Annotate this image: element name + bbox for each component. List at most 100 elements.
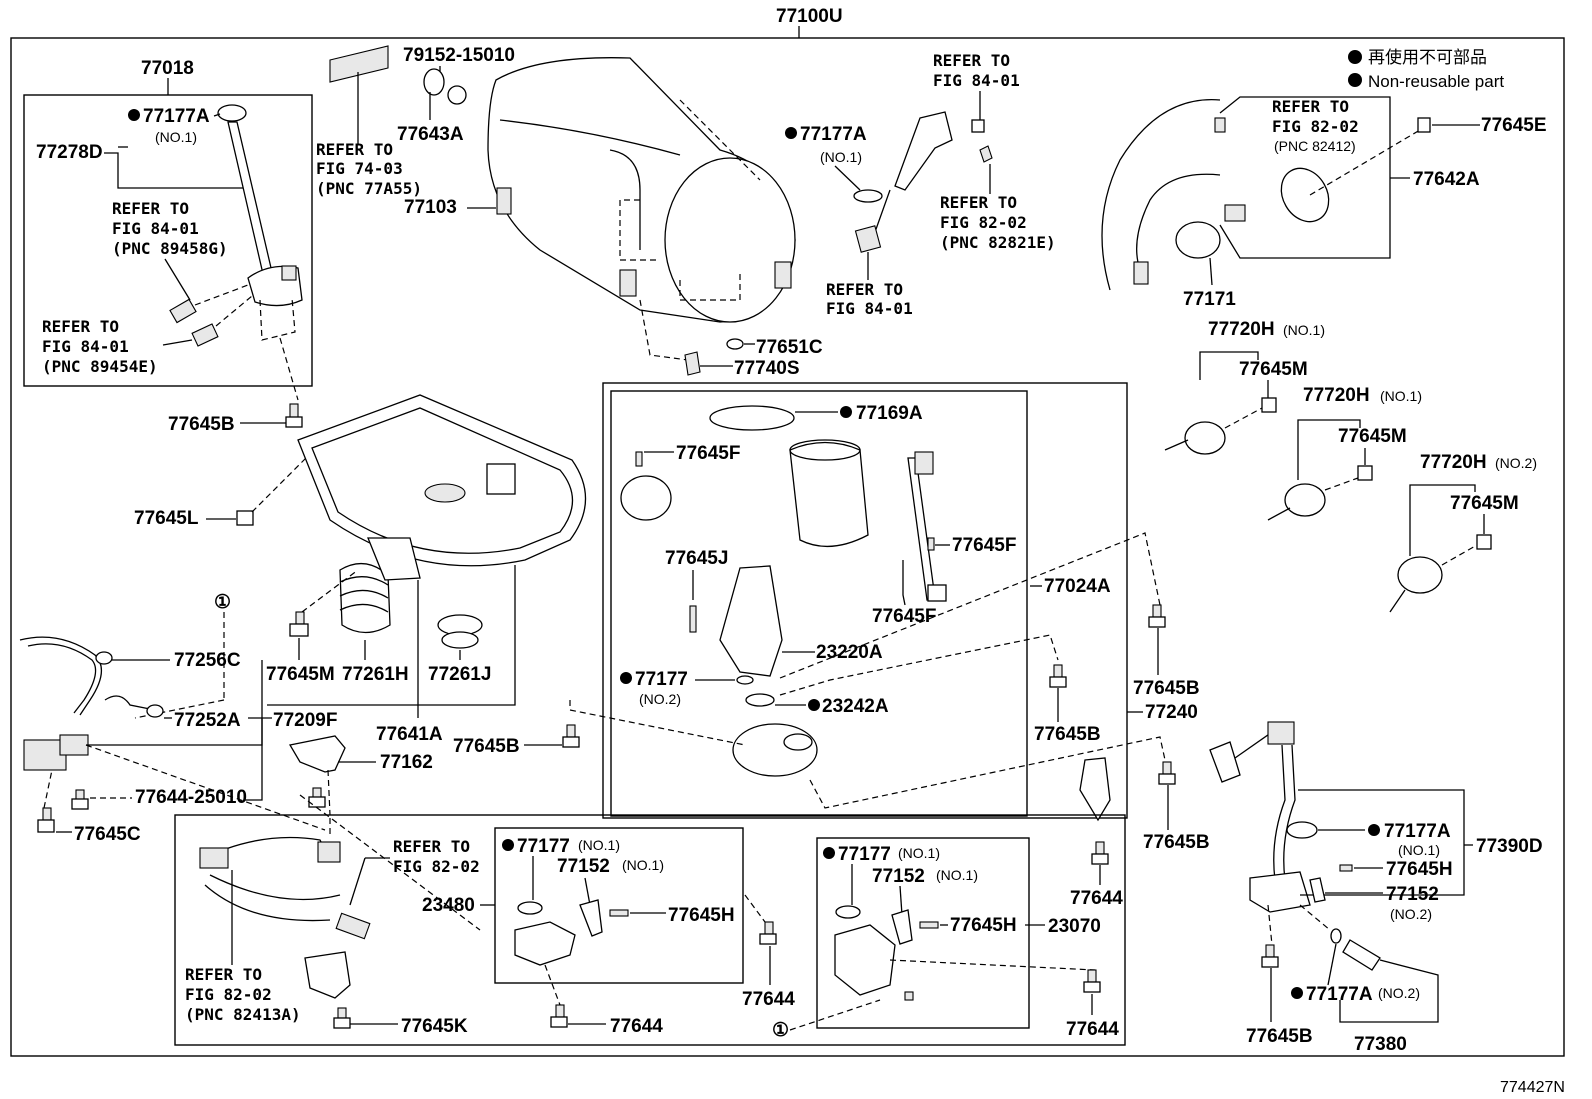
group-77390D: 77177A (NO.1) 77645H 77152 (NO.2) 77390D… <box>1209 721 1543 1055</box>
connector-icon <box>1133 261 1149 285</box>
non-reusable-dot-icon <box>620 672 632 684</box>
sender-arm-icon <box>907 457 936 601</box>
svg-text:77644: 77644 <box>1070 888 1123 909</box>
svg-text:(NO.2): (NO.2) <box>1390 906 1432 922</box>
svg-text:FIG 82-02: FIG 82-02 <box>393 857 480 876</box>
gauge-sender-icon <box>894 111 953 191</box>
svg-text:77720H: 77720H <box>1303 385 1370 406</box>
group-77644-c: 77644 <box>1070 757 1123 909</box>
bracket-icon <box>304 951 351 999</box>
svg-text:77645M: 77645M <box>1450 493 1519 514</box>
part-77278D: 77278D <box>36 142 103 163</box>
svg-text:77645J: 77645J <box>665 548 728 569</box>
svg-text:(NO.1): (NO.1) <box>1398 842 1440 858</box>
svg-text:REFER TO: REFER TO <box>940 193 1017 212</box>
svg-text:77171: 77171 <box>1183 289 1236 310</box>
svg-text:79152-15010: 79152-15010 <box>403 45 515 66</box>
part-77177A-top: 77177A <box>143 106 210 127</box>
svg-text:77645B: 77645B <box>1246 1026 1313 1047</box>
group-ref-74-03: REFER TO FIG 74-03 (PNC 77A55) <box>316 45 422 198</box>
legend-ja: 再使用不可部品 <box>1368 47 1487 67</box>
group-79152: 79152-15010 77643A <box>397 45 515 145</box>
svg-text:77645B: 77645B <box>1133 678 1200 699</box>
group-77240: 77169A 77645F 77645F 77645F 77645J 23220… <box>569 382 1198 819</box>
svg-text:(PNC 89458G): (PNC 89458G) <box>112 239 228 258</box>
non-reusable-dot-icon <box>1291 987 1303 999</box>
tank-protector <box>297 394 587 567</box>
svg-text:(PNC 89454E): (PNC 89454E) <box>42 357 158 376</box>
svg-text:77641A: 77641A <box>376 724 443 745</box>
cap-icon <box>423 68 445 96</box>
svg-text:REFER TO: REFER TO <box>933 51 1010 70</box>
svg-text:FIG 84-01: FIG 84-01 <box>933 71 1020 90</box>
svg-text:77261H: 77261H <box>342 664 409 685</box>
svg-text:FIG 82-02: FIG 82-02 <box>940 213 1027 232</box>
svg-text:23220A: 23220A <box>816 642 883 663</box>
group-77645B-c: 77645B <box>1133 604 1200 699</box>
o-ring-icon <box>709 405 795 431</box>
svg-text:77644: 77644 <box>1066 1019 1119 1040</box>
svg-text:(NO.1): (NO.1) <box>936 867 978 883</box>
non-reusable-dot-icon <box>823 847 835 859</box>
group-77645B-a: 77645B <box>168 403 303 435</box>
svg-text:FIG 82-02: FIG 82-02 <box>185 985 272 1004</box>
group-77720H-2: 77720H (NO.1) 77645M <box>1267 385 1422 521</box>
clamp-icon <box>288 735 346 773</box>
sender-tube-icon <box>227 121 276 288</box>
svg-text:(NO.1): (NO.1) <box>1380 388 1422 404</box>
svg-text:77256C: 77256C <box>174 650 241 671</box>
valve-icon <box>1184 421 1226 455</box>
plate-icon <box>1280 167 1330 223</box>
non-reusable-dot-icon <box>840 406 852 418</box>
svg-text:77642A: 77642A <box>1413 169 1480 190</box>
group-77645B-e: 77645B <box>453 724 580 757</box>
svg-text:77152: 77152 <box>872 866 925 887</box>
svg-text:77645E: 77645E <box>1481 115 1547 136</box>
part-77018: 77018 <box>141 58 194 79</box>
svg-text:77380: 77380 <box>1354 1034 1407 1055</box>
svg-text:23070: 23070 <box>1048 916 1101 937</box>
o-ring-icon <box>217 104 247 122</box>
label-plate-icon <box>329 45 389 83</box>
group-23070: 77177 (NO.1) 77152 (NO.1) 77645H 23070 <box>816 837 1101 1029</box>
check-valve-icon <box>514 921 576 966</box>
svg-text:77162: 77162 <box>380 752 433 773</box>
connector-icon <box>23 739 67 771</box>
svg-text:77645M: 77645M <box>266 664 335 685</box>
legend-en: Non-reusable part <box>1368 72 1504 91</box>
svg-text:77177: 77177 <box>838 844 891 865</box>
svg-text:(NO.1): (NO.1) <box>820 149 862 165</box>
svg-text:(PNC 82821E): (PNC 82821E) <box>940 233 1056 252</box>
pump-flange-icon <box>732 723 818 777</box>
svg-text:(NO.2): (NO.2) <box>1495 455 1537 471</box>
svg-text:(PNC 77A55): (PNC 77A55) <box>316 179 422 198</box>
svg-text:77645F: 77645F <box>676 443 740 464</box>
svg-text:(NO.1): (NO.1) <box>578 837 620 853</box>
figure-code: 774427N <box>1500 1079 1565 1096</box>
group-77645L: 77645L <box>134 451 313 529</box>
svg-text:REFER TO: REFER TO <box>112 199 189 218</box>
assembly-title: 77100U <box>776 6 843 27</box>
gasket-icon <box>1175 221 1221 259</box>
svg-text:FIG 84-01: FIG 84-01 <box>42 337 129 356</box>
svg-text:77177: 77177 <box>635 669 688 690</box>
non-reusable-dot-icon <box>128 109 140 121</box>
o-ring-icon <box>853 189 883 203</box>
group-77209F: ① 77256C 77252A 77209F 77644-25010 77645… <box>19 592 337 845</box>
group-77651C: 77651C <box>726 337 823 358</box>
svg-text:①: ① <box>772 1020 789 1041</box>
svg-text:77645C: 77645C <box>74 824 141 845</box>
svg-text:(NO.2): (NO.2) <box>639 691 681 707</box>
valve-icon <box>1284 483 1326 517</box>
svg-text:77645F: 77645F <box>952 535 1016 556</box>
svg-text:77024A: 77024A <box>1044 576 1111 597</box>
svg-text:REFER TO: REFER TO <box>42 317 119 336</box>
o-ring-icon <box>835 905 861 919</box>
group-77162: 77162 <box>288 735 433 816</box>
svg-text:77645H: 77645H <box>950 915 1017 936</box>
fuel-pump-icon <box>719 565 783 677</box>
legend: 再使用不可部品 Non-reusable part <box>1348 47 1504 91</box>
svg-text:77644-25010: 77644-25010 <box>135 787 247 808</box>
group-77645B-b: 77645B <box>1034 664 1101 745</box>
svg-text:77103: 77103 <box>404 197 457 218</box>
